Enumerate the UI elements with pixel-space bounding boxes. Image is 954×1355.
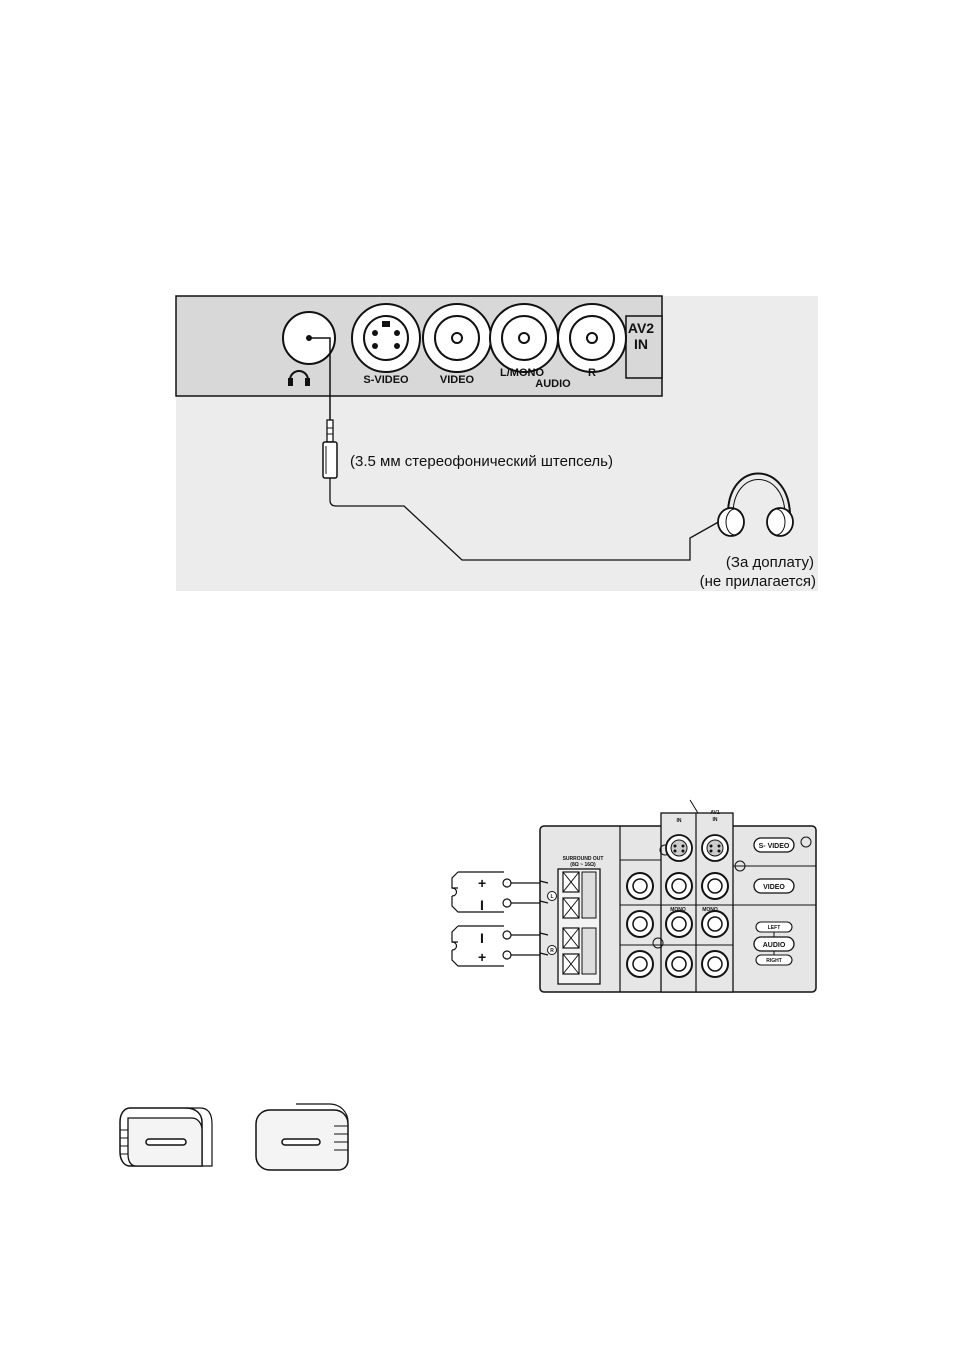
r-label: R — [588, 367, 596, 379]
speaker-box-left — [120, 1108, 212, 1166]
left-button: LEFT — [768, 925, 781, 931]
terminal-l-label: L — [550, 894, 553, 900]
right-button: RIGHT — [766, 958, 782, 964]
surround-terminal-block — [558, 869, 600, 984]
av2-label-line2: IN — [634, 336, 648, 352]
speaker-bottom-minus: I — [480, 930, 484, 946]
svideo-label: S-VIDEO — [363, 374, 409, 386]
terminal-l-marker: L — [548, 892, 557, 901]
terminal-r-label: R — [550, 948, 554, 954]
rear-rca-jacks — [627, 873, 728, 977]
mono-label-2: MONO — [702, 907, 718, 913]
svideo-button: S- VIDEO — [759, 843, 790, 850]
video-button-label-box: VIDEO — [754, 879, 794, 893]
plug-caption: (3.5 мм стереофонический штепсель) — [350, 453, 613, 470]
audio-button-label-group: LEFT AUDIO RIGHT — [754, 922, 794, 965]
in-label: IN — [677, 818, 682, 824]
figure-speaker-boxes — [120, 1104, 348, 1170]
speaker-bottom-plus: + — [478, 949, 486, 965]
speaker-bottom: I + — [452, 926, 504, 966]
rear-svideo-jack-1 — [666, 835, 692, 861]
audio-button: AUDIO — [763, 942, 786, 949]
lmono-jack — [490, 304, 558, 372]
speaker-top-minus: I — [480, 897, 484, 913]
video-jack — [423, 304, 491, 372]
audio-label: AUDIO — [535, 378, 571, 390]
av1-label-line2: IN — [713, 817, 718, 823]
svideo-jack — [352, 304, 420, 372]
figure-rear-panel-surround: IN AV1 IN MONO MO — [452, 800, 816, 992]
headphones-caption-line1: (За доплату) — [726, 554, 814, 571]
figure-headphones-connection: S-VIDEO VIDEO L/MONO AUDIO R AV2 IN — [176, 296, 818, 591]
headphones-caption-line2: (не прилагается) — [700, 573, 816, 590]
speaker-top-plus: + — [478, 875, 486, 891]
video-button: VIDEO — [763, 884, 785, 891]
r-jack — [558, 304, 626, 372]
av2-label-line1: AV2 — [628, 320, 654, 336]
av1-label-line1: AV1 — [710, 810, 720, 816]
surround-label-line2: (8Ω ~ 16Ω) — [570, 862, 596, 868]
video-label: VIDEO — [440, 374, 475, 386]
speaker-box-right — [256, 1104, 348, 1170]
rear-svideo-jack-2 — [702, 835, 728, 861]
svideo-button-label-box: S- VIDEO — [754, 838, 794, 852]
terminal-r-marker: R — [548, 946, 557, 955]
mono-label-1: MONO — [670, 907, 686, 913]
speaker-top: + I — [452, 872, 504, 913]
